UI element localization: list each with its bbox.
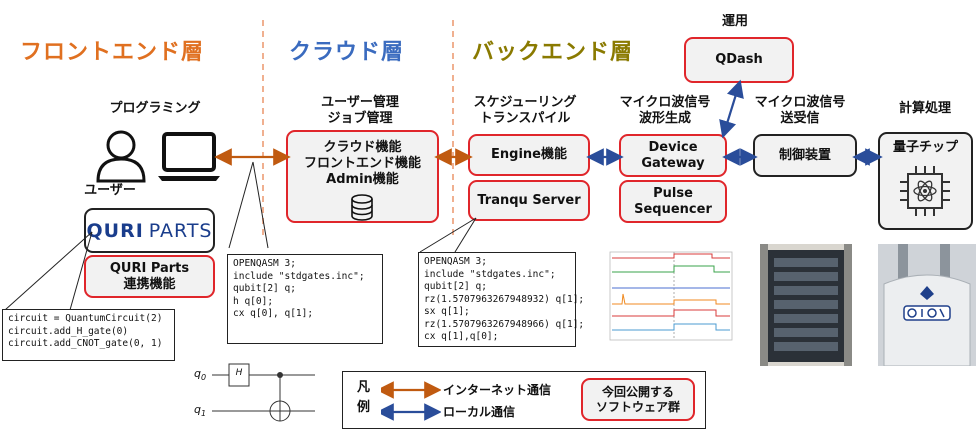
code-line: circuit = QuantumCircuit(2) xyxy=(8,313,163,324)
cloud-layer-title: クラウド層 xyxy=(289,40,405,65)
operation-label: 運用 xyxy=(721,14,748,29)
circuit-q0-label: q0 xyxy=(194,367,206,382)
waveform-label: マイクロ波信号 波形生成 xyxy=(610,95,720,127)
legend-local-label: ローカル通信 xyxy=(443,405,516,419)
qasm-code-box-1: OPENQASM 3; include "stdgates.inc"; qubi… xyxy=(227,254,383,344)
qdash-box: QDash xyxy=(684,37,794,83)
code-line: OPENQASM 3; xyxy=(424,256,487,267)
code-line: cx q[1],q[0]; xyxy=(424,331,499,342)
legend-title-2: 例 xyxy=(357,400,371,415)
callout-qasm2-a xyxy=(419,217,477,253)
code-line: qubit[2] q; xyxy=(424,281,487,292)
callout-qasm1-b xyxy=(252,161,269,249)
quri-parts-integration-box: QURI Parts 連携機能 xyxy=(84,255,215,298)
mw-signal-text: マイクロ波信号 xyxy=(619,95,711,110)
device-line2: Gateway xyxy=(641,155,705,171)
waveform-plot xyxy=(609,251,733,341)
cloud-line1: クラウド機能 xyxy=(323,140,402,155)
user-icon xyxy=(96,130,146,183)
cloud-function-box: クラウド機能 フロントエンド機能 Admin機能 xyxy=(286,130,439,223)
cloud-line3: Admin機能 xyxy=(326,172,399,187)
qasm-code-box-2: OPENQASM 3; include "stdgates.inc"; qubi… xyxy=(418,252,585,347)
code-line: circuit.add_H_gate(0) xyxy=(8,325,129,337)
callout-qasm2-b xyxy=(454,217,477,253)
q1-text: q xyxy=(194,403,201,416)
code-line: sx q[1]; xyxy=(424,306,470,317)
legend-software-line1: 今回公開する xyxy=(601,384,674,399)
q1-sub: 1 xyxy=(200,409,207,419)
transpile-text: トランスパイル xyxy=(479,111,571,126)
code-line: OPENQASM 3; xyxy=(233,258,296,269)
computation-label: 計算処理 xyxy=(898,101,951,116)
code-line: include "stdgates.inc"; xyxy=(233,270,365,282)
code-line: qubit[2] q; xyxy=(233,283,296,294)
send-receive-label: マイクロ波信号 送受信 xyxy=(745,95,855,127)
legend-software-box: 今回公開する ソフトウェア群 xyxy=(581,378,695,421)
q0-sub: 0 xyxy=(200,373,207,383)
code-line: rz(1.5707963267948932) q[1]; xyxy=(424,293,585,305)
scheduling-text: スケジューリング xyxy=(473,95,577,110)
job-mgmt-text: ジョブ管理 xyxy=(327,111,393,126)
pulse-line1: Pulse xyxy=(653,185,693,201)
quri-parts-logo: QURI PARTS xyxy=(84,208,215,253)
programming-label: プログラミング xyxy=(109,101,201,116)
quri-parts-line1: QURI Parts xyxy=(109,260,190,276)
legend-title: 凡 例 xyxy=(357,378,370,418)
quantum-circuit xyxy=(212,363,315,422)
send-recv-text: 送受信 xyxy=(780,111,820,126)
user-mgmt-text: ユーザー管理 xyxy=(321,95,399,110)
q0-text: q xyxy=(194,367,201,380)
frontend-layer-title: フロントエンド層 xyxy=(20,40,205,65)
laptop-icon xyxy=(158,132,220,181)
quri-logo-text: QURI xyxy=(86,219,144,242)
legend-arrows xyxy=(381,381,441,421)
control-device-box: 制御装置 xyxy=(753,134,857,177)
pulse-line2: Sequencer xyxy=(634,201,712,217)
legend-software-line2: ソフトウェア群 xyxy=(595,399,680,414)
waveform-text: 波形生成 xyxy=(638,111,691,126)
legend-internet-label: インターネット通信 xyxy=(443,383,552,397)
code-line: h q[0]; xyxy=(233,295,274,307)
user-management-label: ユーザー管理 ジョブ管理 xyxy=(300,95,420,127)
user-label: ユーザー xyxy=(84,183,136,198)
quri-parts-line2: 連携機能 xyxy=(123,276,176,292)
device-line1: Device xyxy=(648,139,698,155)
tranqu-server-box: Tranqu Server xyxy=(468,180,590,221)
refrigerator-photo xyxy=(878,244,976,366)
legend-box: 凡 例 インターネット通信 ローカル通信 今回公開する ソフトウェア群 xyxy=(342,371,706,429)
quri-code-box: circuit = QuantumCircuit(2) circuit.add_… xyxy=(2,309,175,361)
quantum-chip-label: 量子チップ xyxy=(892,140,958,155)
backend-layer-title: バックエンド層 xyxy=(472,40,634,65)
code-line: cx q[0], q[1]; xyxy=(233,308,314,319)
legend-title-1: 凡 xyxy=(357,380,371,395)
pulse-sequencer-box: Pulse Sequencer xyxy=(619,180,727,223)
parts-logo-text: PARTS xyxy=(148,219,213,242)
callout-qasm1-a xyxy=(228,161,254,249)
h-gate-label: H xyxy=(235,368,243,378)
code-line: include "stdgates.inc"; xyxy=(424,268,556,280)
device-gateway-box: Device Gateway xyxy=(619,134,727,177)
callout-quri-b xyxy=(69,231,93,311)
code-line: rz(1.5707963267948966) q[1]; xyxy=(424,318,585,330)
database-icon xyxy=(351,194,374,221)
arrow-gateway-qdash xyxy=(719,79,744,139)
mw-signal2-text: マイクロ波信号 xyxy=(754,95,846,110)
callout-quri xyxy=(4,231,93,311)
circuit-q1-label: q1 xyxy=(194,403,206,418)
chip-icon xyxy=(900,166,951,216)
quantum-chip-box: 量子チップ xyxy=(878,132,973,230)
control-rack-photo xyxy=(760,244,852,366)
code-line: circuit.add_CNOT_gate(0, 1) xyxy=(8,338,163,349)
cloud-line2: フロントエンド機能 xyxy=(303,156,421,171)
scheduling-label: スケジューリング トランスパイル xyxy=(460,95,590,127)
